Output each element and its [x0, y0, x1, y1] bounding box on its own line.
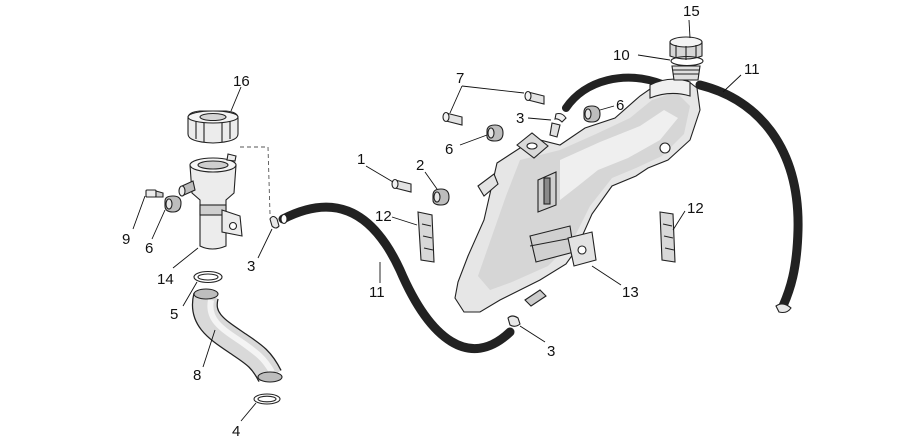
clamp-5-part: [193, 270, 223, 284]
filler-cap-part: [187, 110, 239, 144]
bolt-1-part: [391, 178, 412, 193]
bush-6-middle-part: [486, 124, 504, 142]
callout-3: 3: [516, 110, 524, 127]
callout-11: 11: [369, 284, 385, 301]
hose-clip-3-lower-part: [507, 315, 521, 327]
callout-13: 15: [683, 3, 700, 20]
callout-6: 6: [145, 240, 153, 257]
bolt-7-lower-part: [442, 111, 463, 126]
callout-6: 6: [445, 141, 453, 158]
callout-3: 3: [547, 343, 555, 360]
callout-15: 14: [157, 271, 174, 288]
callout-1: 1: [357, 151, 365, 168]
hose-11-middle-part: [278, 202, 515, 354]
bush-2-part: [432, 188, 450, 206]
bent-hose-8-part: [191, 288, 283, 383]
leader-lines: [132, 19, 742, 422]
tank-cap-13-part: [669, 36, 703, 60]
callout-4: 4: [232, 423, 240, 438]
bolt-7-upper-part: [524, 90, 545, 105]
callout-8: 8: [193, 367, 201, 384]
callout-5: 5: [170, 306, 178, 323]
screw-3-upper-part: [549, 112, 567, 138]
screw-9-part: [145, 189, 164, 198]
callout-10: 10: [613, 47, 630, 64]
callout-3: 3: [247, 258, 255, 275]
hose-11-right-part: [695, 80, 803, 314]
callout-16: 16: [233, 73, 250, 90]
hose-11-top-part: [562, 73, 666, 112]
clamp-4-part: [253, 393, 281, 405]
callout-14: 13: [622, 284, 639, 301]
rubber-pad-12-left-part: [417, 211, 435, 263]
alignment-dashed-line: [240, 146, 271, 215]
callout-9: 9: [122, 231, 130, 248]
tank-neck-thread-part: [671, 65, 701, 81]
callout-labels: 15 10 11 7 3 6 6 1 2 12 12 11 13 3 16 9 …: [122, 3, 760, 438]
callout-12: 12: [687, 200, 704, 217]
callout-6: 6: [616, 97, 624, 114]
callout-2: 2: [416, 157, 424, 174]
reservoir-tank-14-part: [454, 77, 701, 313]
callout-11: 11: [744, 61, 760, 78]
rubber-pad-12-right-part: [659, 211, 676, 263]
callout-7: 7: [456, 70, 464, 87]
bush-6-left-part: [164, 195, 182, 213]
filler-neck-part: [178, 153, 243, 250]
hose-clip-3-left-part: [269, 215, 280, 229]
bush-6-upper-part: [583, 105, 601, 123]
callout-12: 12: [375, 208, 392, 225]
